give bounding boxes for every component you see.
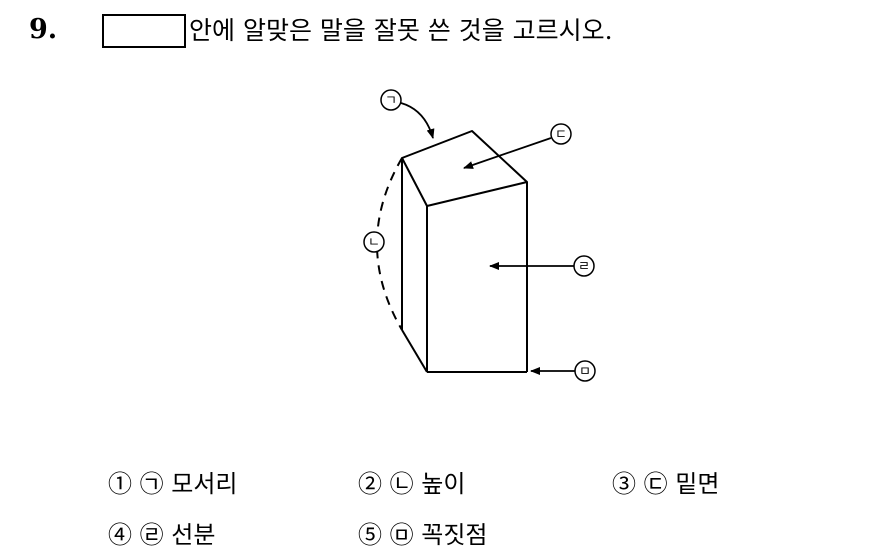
choice-4[interactable]: ④ ㉣ 선분 (108, 521, 216, 549)
label-a-group: ㄱ (380, 89, 435, 139)
choice-1[interactable]: ① ㉠ 모서리 (108, 470, 238, 498)
label-a-circle (380, 89, 402, 111)
label-e-text: ㅁ (579, 365, 591, 380)
choice-2[interactable]: ② ㉡ 높이 (358, 470, 466, 498)
question-number: 9. (29, 14, 58, 45)
choice-5[interactable]: ⑤ ㉤ 꼭짓점 (358, 521, 488, 549)
label-c-group: ㄷ (463, 123, 572, 169)
arrow-a (400, 102, 435, 139)
label-b-group: ㄴ (363, 231, 385, 253)
label-d-text: ㄹ (578, 260, 590, 275)
label-d-group: ㄹ (489, 255, 595, 277)
label-e-group: ㅁ (530, 360, 596, 382)
label-b-text: ㄴ (368, 236, 380, 251)
label-c-circle (550, 123, 572, 145)
triangular-prism (401, 130, 528, 373)
label-c-text: ㄷ (555, 128, 567, 143)
prism-figure: ㄱ ㄴ ㄷ ㄹ ㅁ (363, 89, 596, 382)
height-dashed-curve (376, 157, 403, 331)
answer-blank-box (102, 14, 186, 48)
label-a-text: ㄱ (385, 94, 397, 109)
question-text: 안에 알맞은 말을 잘못 쓴 것을 고르시오. (189, 16, 613, 45)
arrow-c (463, 137, 552, 169)
choice-3[interactable]: ③ ㉢ 밑면 (612, 470, 720, 498)
label-b-circle (363, 231, 385, 253)
prism-bottom-left-edge (401, 329, 428, 373)
